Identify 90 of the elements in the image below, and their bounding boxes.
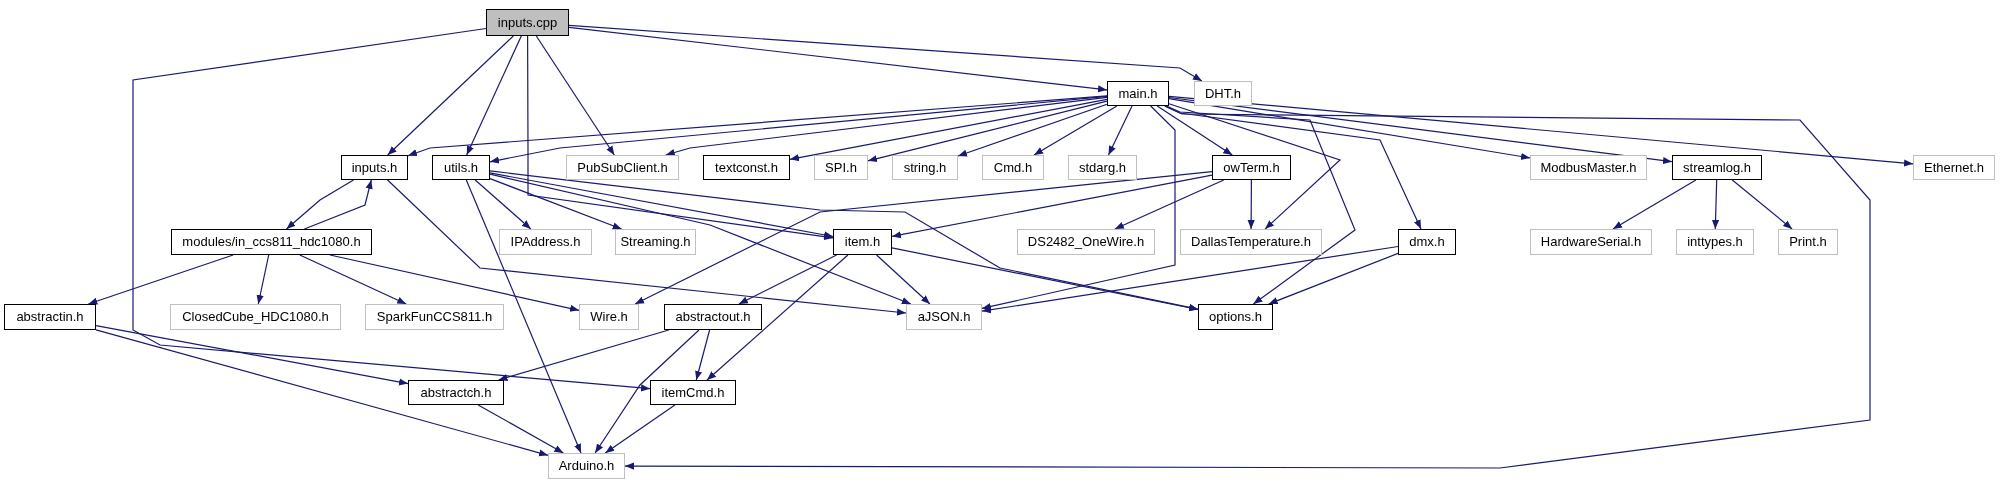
file-box: abstractin.h bbox=[4, 304, 96, 330]
arrow bbox=[407, 95, 1108, 157]
arrow bbox=[665, 96, 1108, 156]
file-box: inputs.h bbox=[341, 155, 408, 180]
arrow bbox=[1114, 179, 1225, 230]
arrow bbox=[256, 254, 270, 305]
file-box: ClosedCube_HDC1080.h bbox=[170, 304, 341, 330]
arrow bbox=[604, 404, 676, 454]
arrow bbox=[867, 100, 1108, 163]
file-box: options.h bbox=[1198, 304, 1273, 330]
arrow bbox=[1268, 252, 1399, 305]
arrow bbox=[1168, 95, 1914, 167]
file-box: PubSubClient.h bbox=[566, 155, 679, 180]
arrow bbox=[1156, 105, 1233, 156]
arrow bbox=[329, 254, 580, 312]
arrow bbox=[957, 103, 1108, 157]
arrow bbox=[789, 98, 1108, 162]
file-box: Wire.h bbox=[579, 304, 639, 330]
file-box: abstractout.h bbox=[664, 304, 762, 330]
arrow bbox=[738, 254, 838, 305]
arrow bbox=[285, 179, 355, 230]
arrow bbox=[891, 174, 1213, 239]
file-box: streamlog.h bbox=[1672, 155, 1762, 180]
arrow bbox=[1107, 105, 1133, 156]
arrow bbox=[477, 404, 564, 454]
arrow bbox=[95, 325, 409, 386]
arrow bbox=[981, 105, 1176, 310]
file-box: Streaming.h bbox=[615, 229, 696, 255]
arrow bbox=[489, 172, 834, 239]
file-box: SparkFunCCS811.h bbox=[365, 304, 504, 330]
arrow bbox=[466, 35, 522, 156]
file-box: main.h bbox=[1107, 81, 1169, 106]
arrow bbox=[489, 170, 1199, 311]
arrow bbox=[535, 35, 615, 156]
file-box: textconst.h bbox=[703, 155, 790, 180]
arrow bbox=[299, 254, 407, 305]
file-box: Arduino.h bbox=[548, 453, 625, 479]
arrow bbox=[568, 26, 1108, 93]
file-box: ModbusMaster.h bbox=[1530, 155, 1647, 180]
arrow bbox=[706, 254, 849, 381]
file-box: owTerm.h bbox=[1212, 155, 1291, 180]
arrow bbox=[1168, 98, 1531, 160]
file-box: IPAddress.h bbox=[499, 229, 592, 255]
file-box: HardwareSerial.h bbox=[1530, 229, 1652, 255]
arrow bbox=[695, 329, 711, 381]
arrow bbox=[634, 171, 1213, 305]
arrow bbox=[1711, 179, 1720, 230]
arrow bbox=[1247, 179, 1255, 230]
arrow bbox=[981, 245, 1399, 314]
file-box: DallasTemperature.h bbox=[1180, 229, 1322, 255]
arrow bbox=[891, 247, 1199, 312]
arrow bbox=[132, 27, 651, 392]
file-box: aJSON.h bbox=[906, 304, 982, 330]
arrow bbox=[95, 329, 549, 457]
file-box: inputs.cpp bbox=[486, 9, 569, 36]
file-box: stdarg.h bbox=[1068, 155, 1137, 180]
file-box: DS2482_OneWire.h bbox=[1017, 229, 1155, 255]
arrow bbox=[594, 329, 700, 454]
arrow bbox=[624, 105, 1871, 470]
arrow bbox=[489, 95, 1108, 164]
file-box: utils.h bbox=[432, 155, 490, 180]
file-box: itemCmd.h bbox=[650, 380, 736, 405]
file-box: abstractch.h bbox=[408, 380, 504, 405]
file-box: dmx.h bbox=[1398, 229, 1456, 255]
file-box: Print.h bbox=[1778, 229, 1838, 255]
arrow bbox=[1168, 96, 1673, 165]
arrow bbox=[474, 179, 532, 230]
arrow bbox=[387, 179, 907, 316]
file-box: Ethernet.h bbox=[1913, 155, 1995, 180]
arrow bbox=[1731, 179, 1793, 230]
arrow bbox=[489, 173, 912, 305]
file-box: SPI.h bbox=[814, 155, 868, 180]
arrow bbox=[1033, 105, 1118, 156]
arrow bbox=[387, 35, 514, 156]
file-box: modules/in_ccs811_hdc1080.h bbox=[171, 229, 372, 255]
arrow bbox=[1612, 179, 1697, 230]
file-box: Cmd.h bbox=[982, 155, 1044, 180]
arrow bbox=[527, 35, 834, 241]
arrow bbox=[1168, 103, 1342, 230]
arrow bbox=[465, 179, 582, 454]
file-box: string.h bbox=[892, 155, 958, 180]
arrow bbox=[303, 179, 373, 230]
arrow bbox=[489, 178, 623, 230]
file-box: inttypes.h bbox=[1676, 229, 1754, 255]
arrow bbox=[497, 329, 670, 381]
file-box: item.h bbox=[833, 229, 892, 255]
arrow bbox=[876, 254, 931, 305]
arrow bbox=[87, 254, 234, 305]
file-box: DHT.h bbox=[1194, 81, 1252, 106]
arrow bbox=[568, 24, 1203, 82]
